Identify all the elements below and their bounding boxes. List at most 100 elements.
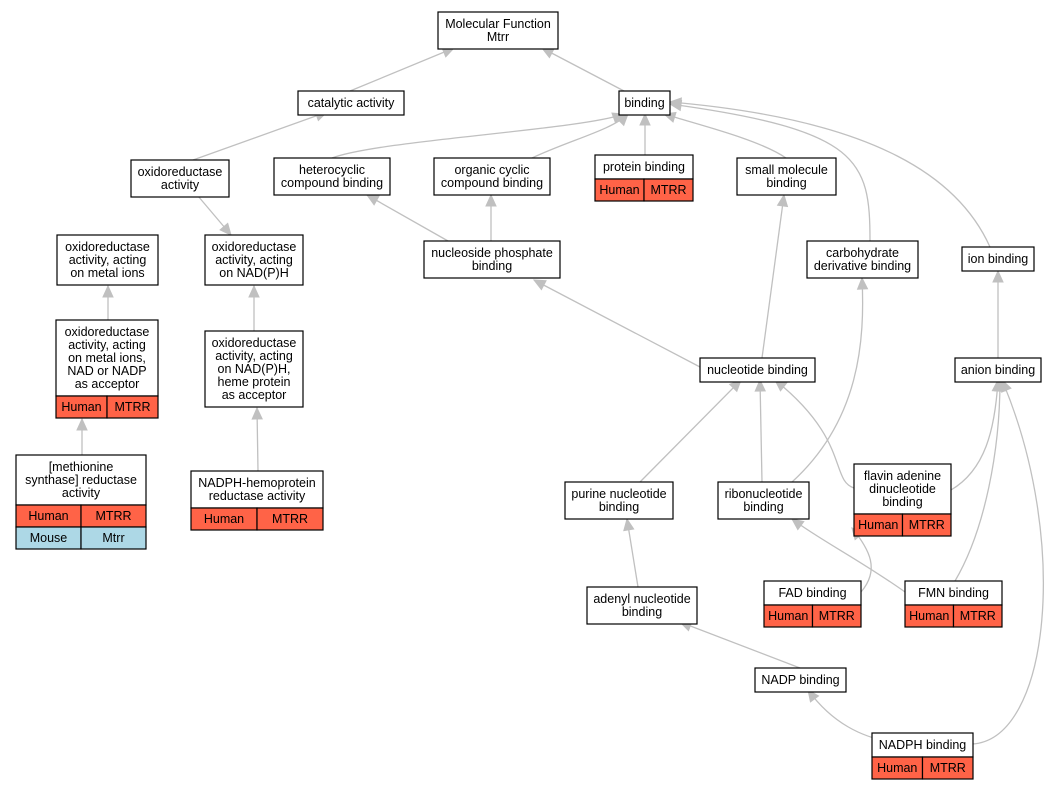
edge-to-smol xyxy=(761,193,789,359)
term-box xyxy=(853,463,952,515)
edge-arrowhead xyxy=(623,517,635,532)
term-label-line: oxidoreductase xyxy=(65,240,150,254)
edge-line xyxy=(759,379,763,483)
gene-cell xyxy=(80,526,147,550)
term-label-line: binding xyxy=(624,96,664,110)
edge-arrowhead xyxy=(102,284,114,298)
term-label-line: synthase] reductase xyxy=(25,473,137,487)
term-label-line: as acceptor xyxy=(222,388,287,402)
edge-arrowhead xyxy=(1001,378,1012,393)
edge-arrowhead xyxy=(791,518,805,531)
term-label-line: anion binding xyxy=(961,363,1035,377)
term-box xyxy=(717,481,810,520)
term-box xyxy=(273,157,391,196)
term-box xyxy=(763,580,862,606)
edge-to-het xyxy=(365,194,449,242)
term-label-line: nucleoside phosphate xyxy=(431,246,553,260)
edge-line xyxy=(950,379,999,491)
edge-line xyxy=(679,621,801,669)
term-label-line: binding xyxy=(766,176,806,190)
gene-label: MTRR xyxy=(960,609,996,623)
term-box xyxy=(754,667,847,693)
gene-label: MTRR xyxy=(909,518,945,532)
edge-to-cat xyxy=(349,47,456,92)
edge-line xyxy=(541,47,625,92)
species-label: Human xyxy=(877,761,917,775)
species-label: Mouse xyxy=(30,531,68,545)
go-term-cat[interactable]: catalytic activity xyxy=(297,90,405,116)
edge-line xyxy=(349,47,455,92)
go-term-nucl[interactable]: nucleotide binding xyxy=(699,357,816,383)
edge-arrowhead xyxy=(807,689,820,703)
edge-arrowhead xyxy=(76,417,88,431)
term-label-line: binding xyxy=(882,495,922,509)
gene-label: MTRR xyxy=(819,609,855,623)
edge-to-oxn xyxy=(248,284,260,331)
term-box xyxy=(699,357,816,383)
edge-to-cat xyxy=(192,110,329,161)
term-label-line: flavin adenine xyxy=(864,469,941,483)
edge-to-bind xyxy=(639,112,651,155)
term-label-line: Mtrr xyxy=(487,30,509,44)
term-label-line: NADPH-hemoprotein xyxy=(198,476,315,490)
term-label-line: protein binding xyxy=(603,160,685,174)
gene-cell xyxy=(256,507,324,531)
edge-line xyxy=(663,113,787,159)
term-label-line: activity, acting xyxy=(215,253,293,267)
term-label-line: compound binding xyxy=(281,176,383,190)
term-label-line: reductase activity xyxy=(209,489,306,503)
term-label-line: on NAD(P)H, xyxy=(218,362,291,376)
go-term-anio[interactable]: anion binding xyxy=(954,357,1042,383)
edge-to-anio xyxy=(954,378,1006,582)
go-term-bind[interactable]: binding xyxy=(618,90,671,116)
edge-arrowhead xyxy=(639,112,651,126)
term-label-line: small molecule xyxy=(745,163,828,177)
term-label-line: Molecular Function xyxy=(445,17,551,31)
edge-to-pur xyxy=(623,517,639,588)
gene-label: MTRR xyxy=(272,512,308,526)
edge-to-anio xyxy=(971,378,1044,745)
gene-cell xyxy=(901,513,952,537)
edge-arrowhead xyxy=(485,193,497,207)
term-label-line: organic cyclic xyxy=(454,163,529,177)
species-label: Human xyxy=(858,518,898,532)
go-term-nadp[interactable]: NADP binding xyxy=(754,667,847,693)
term-box xyxy=(586,586,698,625)
term-label-line: oxidoreductase xyxy=(65,325,150,339)
edge-to-anio xyxy=(950,378,1004,491)
term-box xyxy=(423,240,561,279)
term-label-line: adenyl nucleotide xyxy=(593,592,690,606)
term-label-line: catalytic activity xyxy=(308,96,396,110)
term-label-line: FMN binding xyxy=(918,586,989,600)
edge-to-nucl xyxy=(754,378,767,483)
edge-to-bind xyxy=(331,112,626,159)
term-box xyxy=(806,240,919,279)
edge-line xyxy=(533,279,701,368)
term-label-line: [methionine xyxy=(49,460,114,474)
term-box xyxy=(297,90,405,116)
edge-to-oxr xyxy=(197,195,232,236)
go-term-ion[interactable]: ion binding xyxy=(961,246,1035,272)
